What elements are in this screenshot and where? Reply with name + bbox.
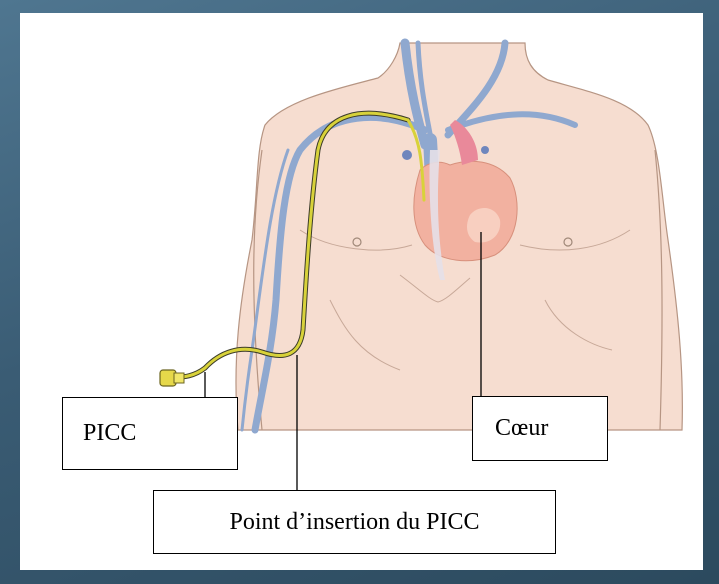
label-heart-text: Cœur xyxy=(495,415,548,442)
label-picc-text: PICC xyxy=(83,420,136,447)
label-insertion-point: Point d’insertion du PICC xyxy=(153,490,556,554)
label-heart: Cœur xyxy=(472,396,608,461)
label-picc: PICC xyxy=(62,397,238,470)
picc-connector xyxy=(160,370,184,386)
label-insertion-point-text: Point d’insertion du PICC xyxy=(229,509,479,536)
